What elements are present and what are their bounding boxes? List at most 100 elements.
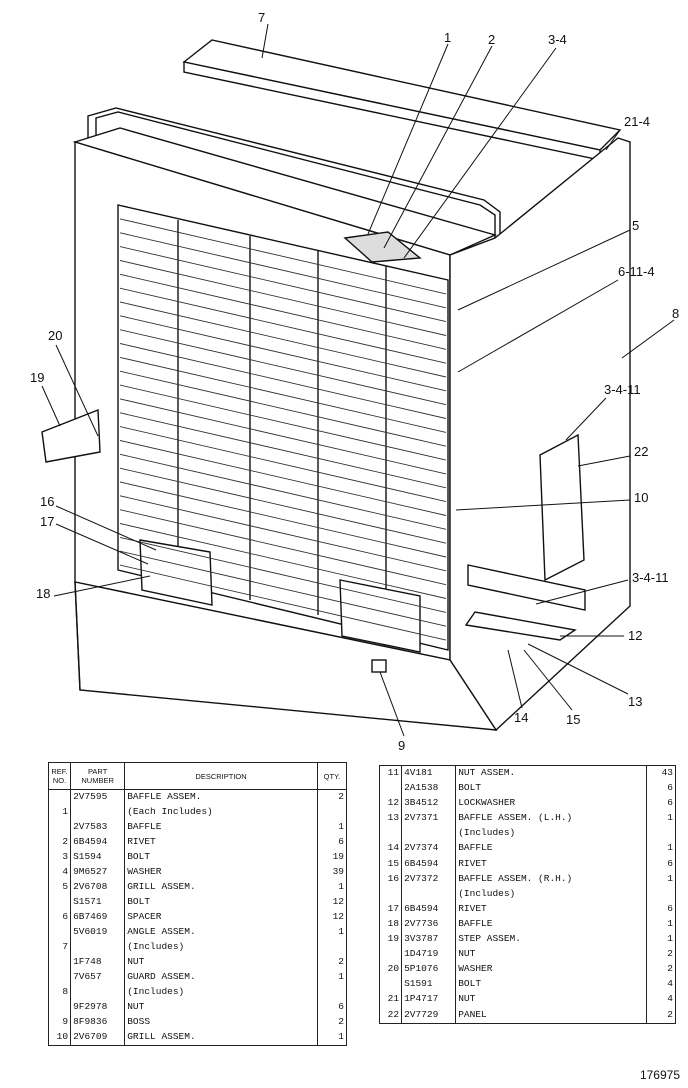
part-number-cell: 9F2978 [70,1000,126,1015]
guard-assembly-drawing [41,39,631,732]
callout-3-4-11-upper: 3-4-11 [604,382,641,397]
qty-cell: 6 [317,835,348,850]
callout-3-4-11-lower: 3-4-11 [632,570,669,585]
ref-cell [379,947,403,963]
qty-cell: 39 [317,865,348,880]
ref-cell: 13 [379,811,403,827]
qty-cell: 2 [317,955,348,970]
grill-louver [119,412,447,489]
qty-cell: 2 [317,789,348,805]
ref-cell: 4 [48,865,72,880]
grill-louver [119,370,447,447]
qty-cell: 6 [646,856,677,872]
grill-louver [119,356,447,433]
callout-10: 10 [634,490,648,505]
part-number-cell: 4V181 [401,765,457,782]
table-row: (Includes) [379,886,677,902]
callout-5: 5 [632,218,639,233]
ref-cell [379,781,403,797]
description-cell: BOLT [124,850,318,865]
description-cell: RIVET [455,856,647,872]
description-cell: BAFFLE ASSEM. (R.H.) [455,871,647,887]
description-cell: (Includes) [455,826,647,842]
grill-louver [119,467,447,544]
qty-cell: 6 [646,796,677,812]
part-number-cell: S1571 [70,895,126,910]
header-ref-no: REF. NO. [48,762,72,790]
callout-14: 14 [514,710,528,725]
callout-8: 8 [672,306,679,321]
qty-cell: 43 [646,765,677,782]
qty-cell: 19 [317,850,348,865]
qty-cell: 1 [646,871,677,887]
ref-cell [48,925,72,940]
ref-cell: 9 [48,1015,72,1030]
ref-cell [48,955,72,970]
ref-cell: 5 [48,880,72,895]
grill-louver [119,426,447,503]
grill-louver [119,384,447,461]
part-number-cell: 6B4594 [401,901,457,917]
ref-cell: 2 [48,835,72,850]
callout-12: 12 [628,628,642,643]
grill-louver [119,536,447,613]
part-number-cell: S1591 [401,977,457,993]
part-number-cell: 2V7595 [70,789,126,805]
qty-cell: 2 [646,1007,677,1024]
qty-cell: 6 [317,1000,348,1015]
qty-cell: 1 [646,811,677,827]
grill-louver [119,440,447,516]
qty-cell: 1 [317,925,348,940]
qty-cell [646,886,677,902]
ref-cell: 18 [379,916,403,933]
ref-cell: 19 [379,932,403,948]
qty-cell: 6 [646,901,677,917]
callout-1: 1 [444,30,451,45]
grill-louver [119,315,447,392]
description-cell: RIVET [124,835,318,850]
description-cell: WASHER [455,962,647,978]
grill-louver [119,495,447,572]
grill-louver [119,301,447,378]
description-cell: BOLT [124,895,318,910]
part-number-cell [70,985,126,1000]
part-number-cell: 9M6527 [70,865,126,880]
description-cell: BOLT [455,781,647,797]
ref-cell: 6 [48,910,72,925]
ref-cell: 21 [379,992,403,1008]
ref-cell: 3 [48,850,72,865]
qty-cell: 2 [317,1015,348,1030]
ref-cell [48,1000,72,1015]
description-cell: (Includes) [455,886,647,902]
qty-cell: 2 [646,962,677,978]
part-number-cell: 5V6019 [70,925,126,940]
callout-22: 22 [634,444,648,459]
grill-louver [119,564,447,641]
callout-labels: 7 1 2 3-4 21-4 5 6-11-4 8 20 19 3-4-11 2… [30,10,679,750]
part-number-cell [401,886,457,902]
grill-louver [119,287,447,364]
grill-louver [119,523,447,599]
grill-louvers [119,218,447,641]
ref-cell: 7 [48,940,72,955]
description-cell: NUT [124,1000,318,1015]
description-cell: NUT [124,955,318,970]
description-cell: (Includes) [124,985,318,1000]
description-cell: SPACER [124,910,318,925]
grill-louver [119,260,447,336]
qty-cell [317,940,348,955]
callout-19: 19 [30,370,44,385]
qty-cell: 1 [646,916,677,933]
callout-2: 2 [488,32,495,47]
